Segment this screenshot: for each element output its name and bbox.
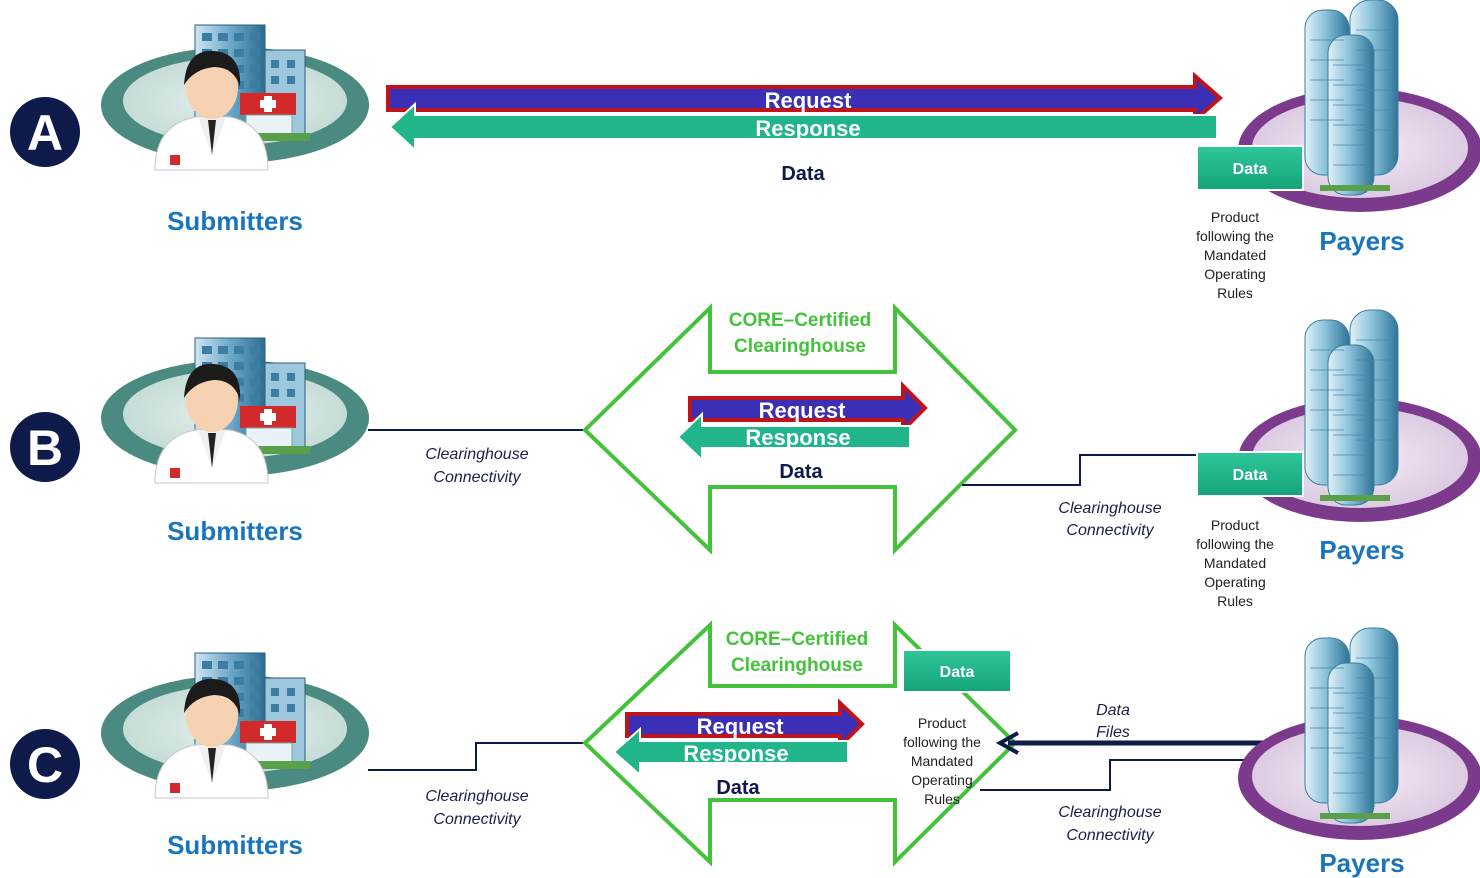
payers-label: Payers [1319, 226, 1404, 256]
product-note: Product following the Mandated Operating… [1196, 209, 1274, 301]
svg-text:Clearinghouse: Clearinghouse [425, 446, 528, 463]
connectivity-left-label: Clearinghouse Connectivity [425, 446, 528, 486]
svg-text:Connectivity: Connectivity [1066, 827, 1154, 844]
connector-left [368, 742, 585, 771]
product-note: Product following the Mandated Operating… [903, 715, 981, 807]
svg-text:following the: following the [1196, 536, 1274, 552]
svg-text:Clearinghouse: Clearinghouse [1058, 500, 1161, 517]
svg-text:Clearinghouse: Clearinghouse [734, 336, 866, 357]
response-arrow [612, 726, 849, 778]
row-a-letter: A [27, 105, 63, 161]
svg-text:Connectivity: Connectivity [1066, 522, 1154, 539]
svg-text:Operating: Operating [1204, 574, 1265, 590]
svg-text:Mandated: Mandated [911, 753, 973, 769]
svg-text:Mandated: Mandated [1204, 555, 1266, 571]
clearinghouse-label: CORE–Certified Clearinghouse [729, 310, 872, 357]
request-label: Request [759, 398, 846, 423]
request-label: Request [697, 714, 784, 739]
data-box: Data [1196, 145, 1304, 191]
svg-text:Rules: Rules [1217, 593, 1253, 609]
payers-label: Payers [1319, 535, 1404, 565]
response-label: Response [755, 116, 860, 141]
data-label: Data [781, 163, 825, 185]
svg-text:Files: Files [1096, 724, 1130, 741]
payers-label: Payers [1319, 848, 1404, 878]
clearinghouse-label: CORE–Certified Clearinghouse [726, 629, 869, 676]
svg-text:Product: Product [918, 715, 966, 731]
data-box: Data [902, 649, 1012, 693]
svg-text:Data: Data [1233, 467, 1268, 484]
row-c-letter: C [27, 737, 63, 793]
data-files-label: Data Files [1096, 702, 1130, 741]
connector-right [980, 759, 1250, 791]
request-arrow [688, 381, 928, 435]
response-label: Response [745, 425, 850, 450]
request-label: Request [765, 88, 852, 113]
connectivity-right-label: Clearinghouse Connectivity [1058, 500, 1161, 539]
svg-text:Product: Product [1211, 517, 1259, 533]
row-c: C Submitters Clearinghouse Connectivity … [10, 620, 1480, 878]
data-files-arrowhead [995, 731, 1019, 755]
data-box: Data [1196, 451, 1304, 497]
svg-text:Rules: Rules [1217, 285, 1253, 301]
svg-text:Connectivity: Connectivity [433, 811, 521, 828]
connectivity-left-label: Clearinghouse Connectivity [425, 788, 528, 828]
row-a-circle [10, 97, 80, 167]
submitter-icon [100, 337, 370, 484]
submitter-icon [100, 652, 370, 799]
row-b: B Submitters Clearinghouse Connectivity … [10, 303, 1480, 609]
svg-text:Operating: Operating [1204, 266, 1265, 282]
data-label: Data [779, 461, 823, 483]
svg-text:Mandated: Mandated [1204, 247, 1266, 263]
row-b-letter: B [27, 420, 63, 476]
svg-text:Data: Data [1096, 702, 1130, 719]
svg-text:following the: following the [1196, 228, 1274, 244]
row-b-circle [10, 412, 80, 482]
request-arrow [625, 698, 865, 751]
svg-text:CORE–Certified: CORE–Certified [729, 310, 872, 331]
connectivity-right-label: Clearinghouse Connectivity [1058, 804, 1161, 844]
response-label: Response [683, 741, 788, 766]
svg-text:Data: Data [940, 664, 975, 681]
svg-text:CORE–Certified: CORE–Certified [726, 629, 869, 650]
submitter-icon [100, 24, 370, 171]
row-a: A Submitters Request Response Data Data … [10, 0, 1480, 301]
svg-text:following the: following the [903, 734, 981, 750]
submitters-label: Submitters [167, 206, 303, 236]
submitters-label: Submitters [167, 830, 303, 860]
svg-text:Clearinghouse: Clearinghouse [731, 655, 863, 676]
response-arrow [676, 411, 911, 463]
svg-text:Data: Data [1233, 161, 1268, 178]
request-arrow [386, 71, 1224, 125]
connector-right [962, 454, 1215, 486]
row-c-circle [10, 729, 80, 799]
svg-text:Connectivity: Connectivity [433, 469, 521, 486]
response-arrow [388, 101, 1218, 153]
svg-text:Clearinghouse: Clearinghouse [425, 788, 528, 805]
product-note: Product following the Mandated Operating… [1196, 517, 1274, 609]
svg-text:Rules: Rules [924, 791, 960, 807]
svg-text:Clearinghouse: Clearinghouse [1058, 804, 1161, 821]
svg-text:Operating: Operating [911, 772, 972, 788]
submitters-label: Submitters [167, 516, 303, 546]
data-label: Data [716, 777, 760, 799]
payer-icon [1237, 627, 1480, 841]
svg-text:Product: Product [1211, 209, 1259, 225]
